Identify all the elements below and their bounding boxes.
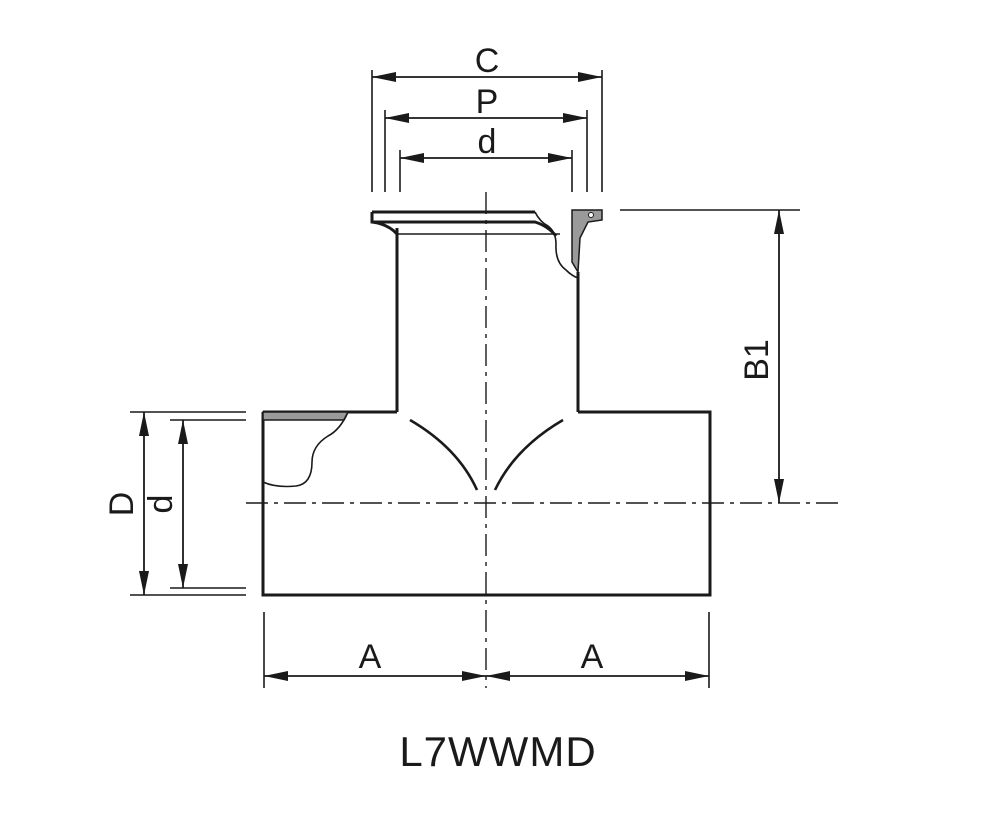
dimension-C: C	[372, 42, 602, 82]
dim-A-right-label: A	[581, 638, 604, 676]
dimension-A-right: A	[486, 638, 709, 681]
dim-D-arrow-top	[139, 412, 149, 436]
dimension-A-left: A	[264, 638, 486, 681]
dim-A-left-label: A	[359, 638, 382, 676]
top-extension-lines	[371, 70, 603, 192]
dimension-d-left: d	[142, 420, 188, 588]
ferrule-flange	[370, 209, 603, 279]
dimension-d-top: d	[400, 123, 572, 163]
dim-D-label: D	[103, 492, 141, 517]
ferrule-section-hatch	[571, 209, 603, 275]
ferrule-outline	[370, 210, 558, 237]
run-cutaway	[262, 411, 350, 488]
dim-B1-arrow-bottom	[774, 479, 784, 503]
run-break-line	[262, 411, 349, 488]
dim-d-top-arrow-right	[548, 153, 572, 163]
ferrule-groove-dot	[588, 212, 594, 218]
ferrule-break-line	[534, 211, 579, 279]
intersection-curve-right	[493, 418, 564, 491]
dim-D-arrow-bottom	[139, 571, 149, 595]
dim-B1-label: B1	[738, 339, 776, 381]
dim-d-top-label: d	[478, 123, 497, 161]
dim-A-left-arrow-left	[264, 671, 288, 681]
dim-C-label: C	[475, 42, 500, 80]
dim-A-left-arrow-right	[462, 671, 486, 681]
dim-d-left-label: d	[142, 495, 180, 514]
center-lines	[246, 192, 840, 688]
dim-A-right-arrow-left	[486, 671, 510, 681]
model-caption: L7WWMD	[399, 728, 596, 775]
dimension-B1: B1	[620, 209, 800, 503]
dim-d-left-arrow-bottom	[178, 564, 188, 588]
dim-A-right-arrow-right	[685, 671, 709, 681]
dim-P-arrow-right	[563, 113, 587, 123]
intersection-curve-left	[409, 418, 479, 491]
dim-P-label: P	[476, 83, 499, 121]
dimension-P: P	[385, 83, 587, 123]
intersection-curves	[409, 418, 564, 491]
dimension-D: D	[103, 412, 149, 595]
run-section-hatch	[262, 411, 350, 421]
dim-B1-arrow-top	[774, 210, 784, 234]
dim-C-arrow-right	[578, 72, 602, 82]
dim-d-top-arrow-left	[400, 153, 424, 163]
dim-P-arrow-left	[385, 113, 409, 123]
dim-d-left-arrow-top	[178, 420, 188, 444]
dim-C-arrow-left	[372, 72, 396, 82]
